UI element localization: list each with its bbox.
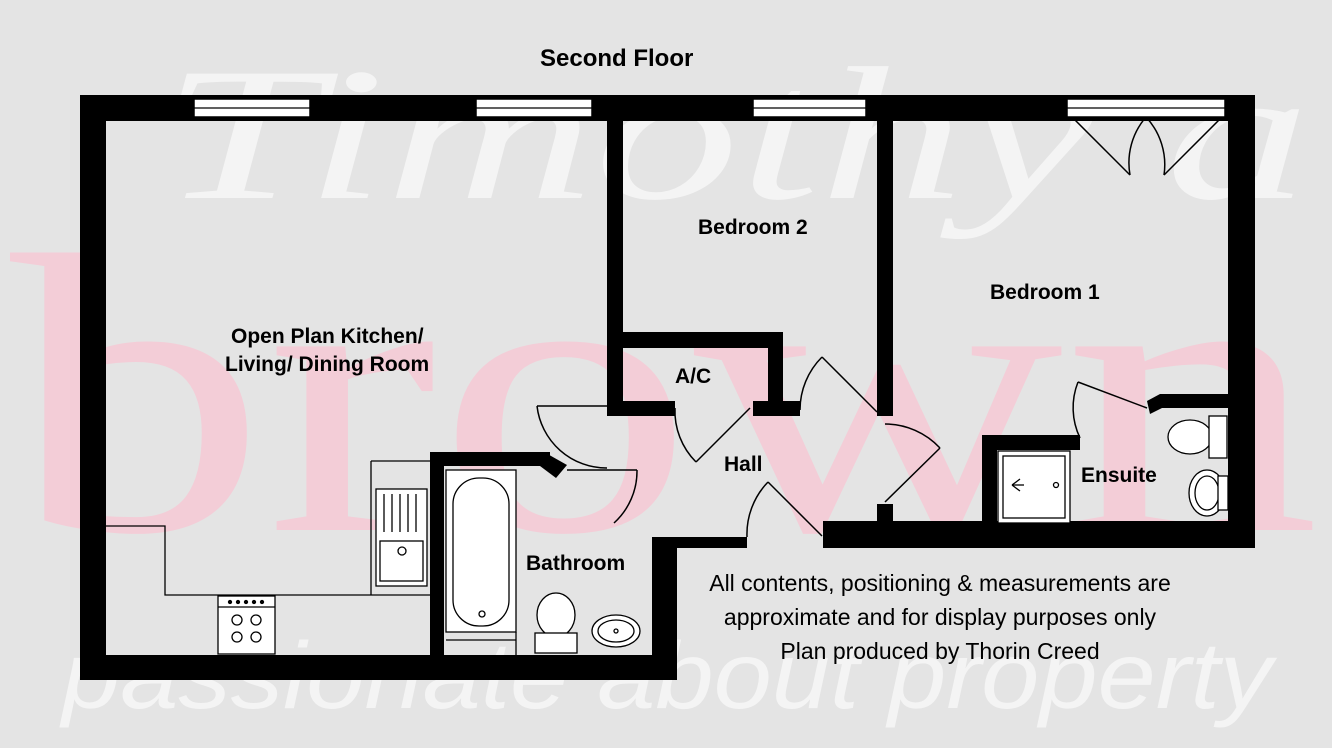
left-wall: [80, 95, 106, 680]
disclaimer-line-1: All contents, positioning & measurements…: [709, 570, 1171, 596]
ac-door: [674, 407, 751, 463]
kitchen-sink: [375, 488, 428, 587]
bathroom-corner-wall: [540, 452, 567, 478]
disclaimer-line-3: Plan produced by Thorin Creed: [780, 638, 1100, 664]
kitchen-fixtures: [106, 460, 430, 655]
bedroom1-door-stub: [877, 504, 893, 524]
room-label-bathroom: Bathroom: [526, 552, 626, 575]
bedroom-divider-wall: [877, 95, 893, 416]
ensuite-toilet: [1167, 415, 1228, 459]
watermark-word-1: Timothy a: [160, 30, 1310, 240]
kitchen-door: [536, 405, 608, 469]
room-label-bedroom1: Bedroom 1: [990, 281, 1100, 304]
worktop-outline: [106, 525, 430, 596]
right-wall: [1228, 95, 1255, 548]
bathroom-top-wall: [430, 452, 550, 466]
bathroom-right-wall: [652, 537, 677, 680]
window-swing: [1071, 116, 1223, 176]
room-label-bedroom2: Bedroom 2: [698, 216, 808, 239]
ac-bottom-wall-a: [607, 401, 675, 416]
bath: [445, 469, 517, 655]
bedroom1-door: [884, 423, 941, 503]
bedroom2-door: [799, 356, 878, 413]
ensuite-angled-wall: [1147, 394, 1230, 414]
hall-bottom-wall-b: [823, 521, 1255, 548]
ac-bottom-wall-b: [753, 401, 800, 416]
basin: [591, 614, 641, 648]
bedroom2-left-wall: [607, 95, 623, 415]
bathroom-fixtures: [445, 469, 641, 655]
bathroom-door: [567, 469, 638, 524]
room-label-kitchen-line1: Open Plan Kitchen/: [231, 325, 424, 348]
room-label-ac: A/C: [675, 365, 712, 388]
room-label-ensuite: Ensuite: [1081, 464, 1157, 487]
disclaimer-line-2: approximate and for display purposes onl…: [723, 604, 1157, 630]
bottom-wall-left: [80, 655, 677, 680]
bathroom-left-wall: [430, 452, 444, 662]
ac-right-wall: [768, 332, 783, 416]
ac-top-wall: [607, 332, 783, 348]
ensuite-left-wall: [982, 435, 997, 529]
disclaimer: All contents, positioning & measurements…: [620, 566, 1260, 668]
floor-title: Second Floor: [540, 45, 694, 72]
ensuite-fixtures: [997, 415, 1229, 524]
room-label-hall: Hall: [724, 453, 763, 476]
walls: [80, 95, 1255, 680]
ensuite-top-wall: [982, 435, 1080, 450]
hall-door: [746, 481, 823, 538]
doors: [536, 356, 1148, 538]
ensuite-basin: [1188, 469, 1229, 517]
toilet: [534, 592, 578, 654]
room-label-kitchen-line2: Living/ Dining Room: [225, 353, 430, 376]
hob: [217, 595, 276, 655]
shower-tray: [997, 450, 1071, 524]
ensuite-door: [1072, 381, 1148, 439]
hall-bottom-wall-a: [652, 537, 747, 548]
